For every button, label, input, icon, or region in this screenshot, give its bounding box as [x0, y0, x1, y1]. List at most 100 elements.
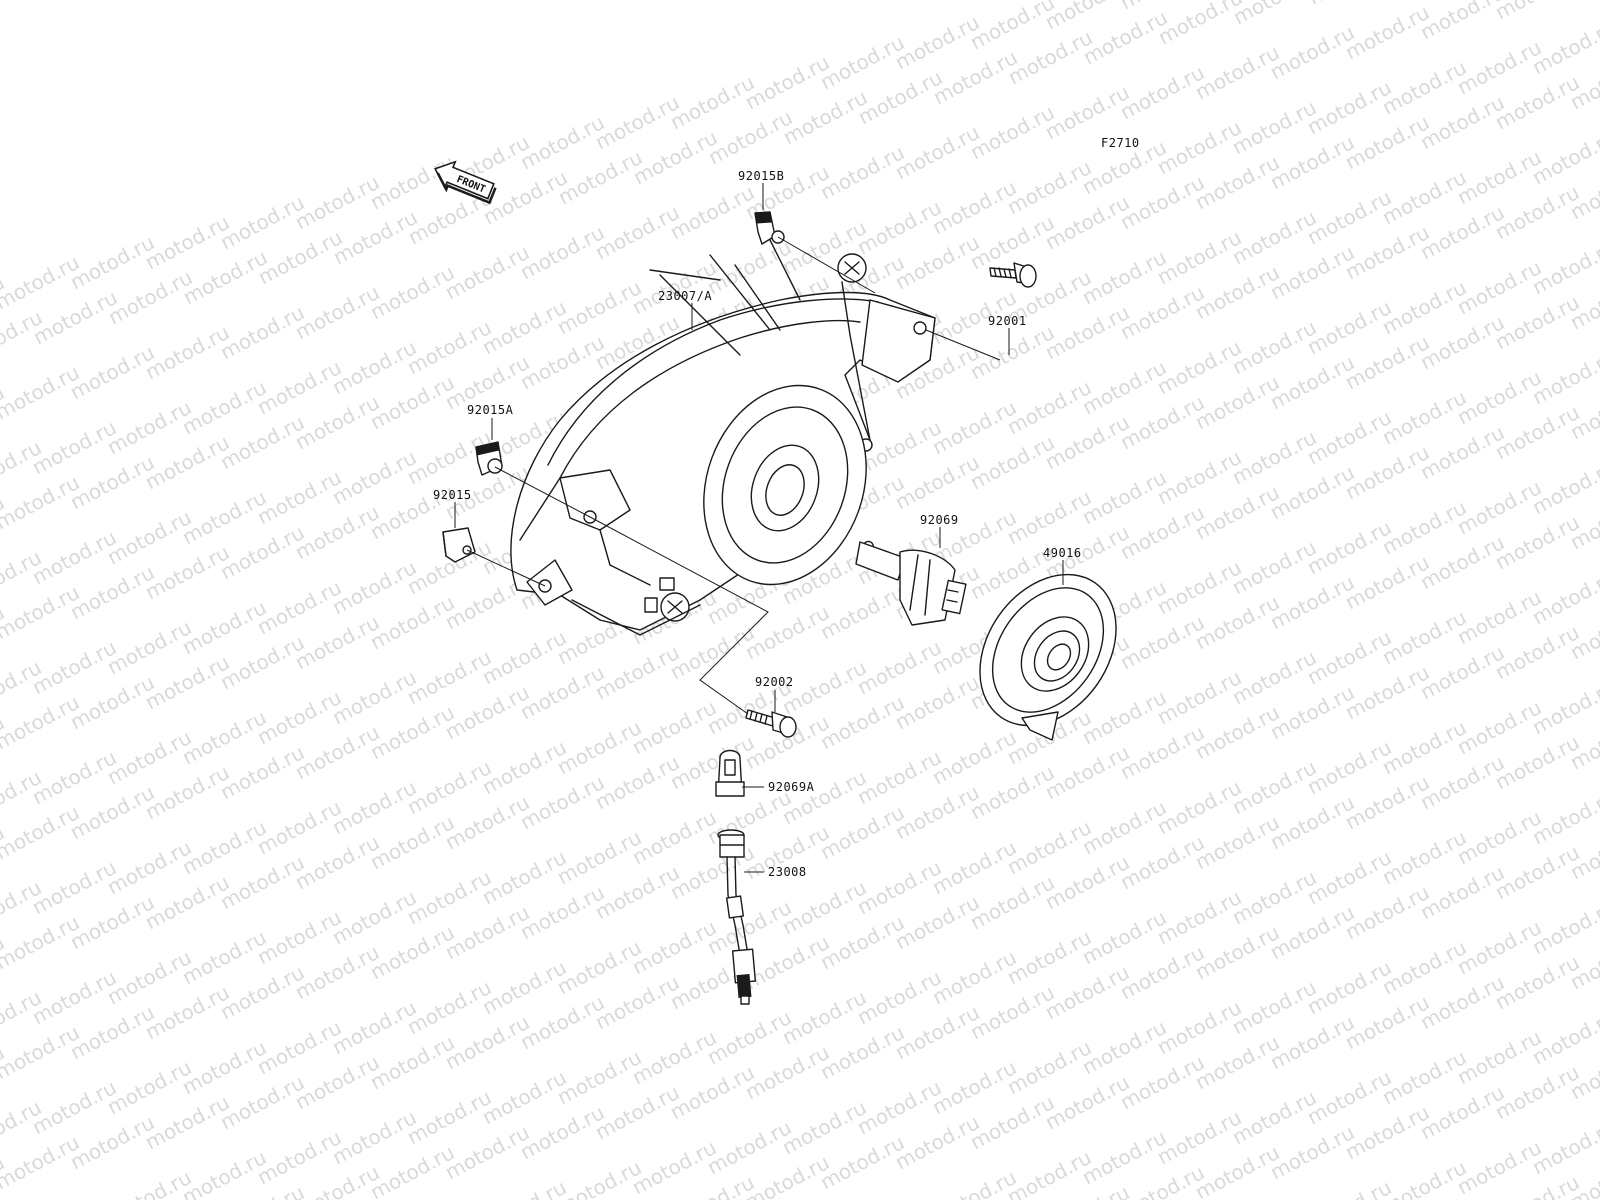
watermark-text: motod.ru [216, 1070, 308, 1134]
watermark-text: motod.ru [816, 30, 908, 94]
watermark-text: motod.ru [1303, 405, 1395, 469]
watermark-text: motod.ru [66, 230, 158, 294]
watermark-text: motod.ru [1041, 80, 1133, 144]
watermark-text: motod.ru [778, 1095, 870, 1159]
watermark-text: motod.ru [1266, 680, 1358, 744]
watermark-text: motod.ru [1416, 970, 1508, 1034]
watermark-text: motod.ru [1266, 460, 1358, 524]
watermark-text: motod.ru [1416, 530, 1508, 594]
watermark-text: motod.ru [553, 935, 645, 999]
watermark-text: motod.ru [216, 960, 308, 1024]
watermark-text: motod.ru [1304, 0, 1396, 9]
watermark-text: motod.ru [966, 980, 1058, 1044]
watermark-text: motod.ru [628, 255, 720, 319]
watermark-text: motod.ru [1041, 1070, 1133, 1134]
watermark-text: motod.ru [1004, 25, 1096, 89]
watermark-text: motod.ru [741, 600, 833, 664]
watermark-text: motod.ru [328, 555, 420, 619]
watermark-text: motod.ru [516, 110, 608, 174]
watermark-text: motod.ru [1041, 410, 1133, 474]
watermark-text: motod.ru [1378, 385, 1470, 449]
bolt-92002[interactable] [745, 709, 797, 738]
watermark-text: motod.ru [1116, 390, 1208, 454]
watermark-text: motod.ru [928, 175, 1020, 239]
callout-92015a: 92015A [467, 403, 514, 417]
watermark-text: motod.ru [1453, 35, 1545, 99]
watermark-text: motod.ru [478, 295, 570, 359]
watermark-text: motod.ru [854, 65, 946, 129]
bulb-92069[interactable] [855, 539, 967, 626]
watermark-text: motod.ru [741, 1040, 833, 1104]
watermark-text: motod.ru [291, 170, 383, 234]
watermark-text: motod.ru [253, 355, 345, 419]
watermark-text: motod.ru [1341, 440, 1433, 504]
bulb-92069a[interactable] [715, 749, 745, 797]
callout-92069: 92069 [920, 513, 959, 527]
socket-harness-23008[interactable] [717, 829, 757, 1005]
watermark-text: motod.ru [1266, 20, 1358, 84]
clip-92015[interactable] [442, 527, 476, 563]
watermark-text: motod.ru [291, 1050, 383, 1114]
watermark-text: motod.ru [1491, 400, 1583, 464]
watermark-text: motod.ru [1116, 1050, 1208, 1114]
watermark-text: motod.ru [366, 260, 458, 324]
watermark-text: motod.ru [216, 740, 308, 804]
watermark-text: motod.ru [1341, 550, 1433, 614]
watermark-text: motod.ru [1228, 975, 1320, 1039]
front-arrow-icon: FRONT [434, 160, 497, 205]
watermark-text: motod.ru [291, 280, 383, 344]
watermark-text: motod.ru [1191, 590, 1283, 654]
watermark-text: motod.ru [328, 445, 420, 509]
watermark-text: motod.ru [1003, 1035, 1095, 1099]
watermark-text: motod.ru [703, 1115, 795, 1179]
watermark-text: motod.ru [891, 670, 983, 734]
watermark-text: motod.ru [1153, 225, 1245, 289]
watermark-text: motod.ru [178, 925, 270, 989]
watermark-text: motod.ru [816, 690, 908, 754]
watermark-text: motod.ru [366, 920, 458, 984]
watermark-text: motod.ru [253, 575, 345, 639]
cap-49016[interactable] [952, 548, 1144, 751]
callout-92001: 92001 [988, 314, 1027, 328]
watermark-text: motod.ru [1416, 750, 1508, 814]
watermark-text: motod.ru [1153, 115, 1245, 179]
watermark-text: motod.ru [1303, 625, 1395, 689]
watermark-text: motod.ru [1303, 295, 1395, 359]
watermark-text: motod.ru [366, 810, 458, 874]
clip-92015a[interactable] [475, 441, 503, 476]
bolt-92001[interactable] [989, 262, 1037, 288]
watermark-text: motod.ru [928, 1055, 1020, 1119]
watermark-text: motod.ru [1116, 170, 1208, 234]
watermark-text: motod.ru [1078, 1015, 1170, 1079]
watermark-text: motod.ru [1453, 1135, 1545, 1199]
watermark-text: motod.ru [1378, 275, 1470, 339]
watermark-text: motod.ru [28, 855, 120, 919]
watermark-text: motod.ru [328, 1105, 420, 1169]
watermark-text: motod.ru [103, 725, 195, 789]
watermark-text: motod.ru [816, 580, 908, 644]
watermark-text: motod.ru [328, 665, 420, 729]
watermark-text: motod.ru [178, 815, 270, 879]
clip-92015b[interactable] [754, 211, 785, 245]
watermark-text: motod.ru [891, 890, 983, 954]
watermark-text: motod.ru [1003, 815, 1095, 879]
watermark-text: motod.ru [66, 670, 158, 734]
watermark-text: motod.ru [103, 835, 195, 899]
watermark-text: motod.ru [1153, 885, 1245, 949]
watermark-text: motod.ru [816, 1020, 908, 1084]
watermark-text: motod.ru [516, 220, 608, 284]
watermark-text: motod.ru [1116, 610, 1208, 674]
watermark-text: motod.ru [1341, 330, 1433, 394]
watermark-text: motod.ru [1453, 915, 1545, 979]
watermark-text: motod.ru [1378, 495, 1470, 559]
watermark-text: motod.ru [103, 395, 195, 459]
watermark-text: motod.ru [28, 965, 120, 1029]
watermark-text: motod.ru [966, 1090, 1058, 1154]
watermark-text: motod.ru [366, 700, 458, 764]
watermark-text: motod.ru [853, 965, 945, 1029]
headlight-housing[interactable] [510, 239, 936, 636]
watermark-text: motod.ru [1341, 1100, 1433, 1164]
watermark-text: motod.ru [1228, 205, 1320, 269]
watermark-text: motod.ru [853, 1075, 945, 1139]
watermark-text: motod.ru [1453, 475, 1545, 539]
